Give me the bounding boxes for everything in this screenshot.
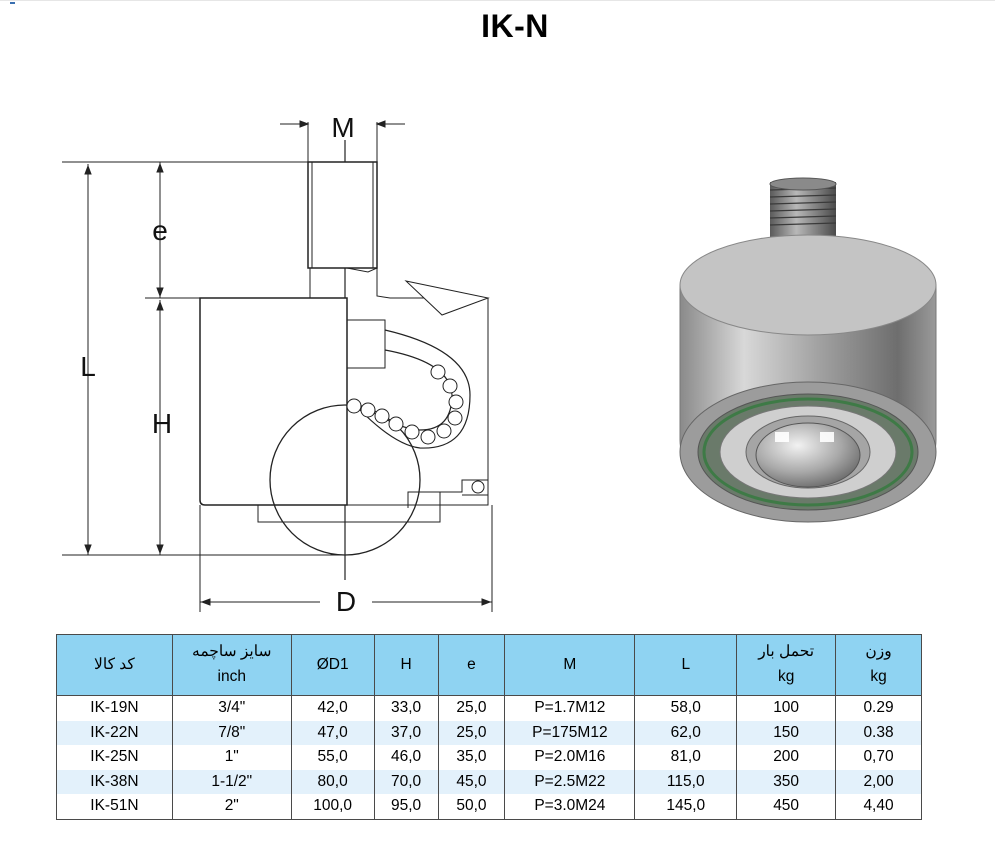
cell: 42,0 [290,695,375,721]
cell: 25,0 [437,720,506,745]
header-code: کد کالا [56,634,173,696]
cell: P=2.0M16 [504,745,636,770]
cell: 350 [736,769,837,794]
header-e: e [437,634,506,696]
technical-drawing: M e L H D [62,112,493,617]
cell: P=2.5M22 [504,769,636,794]
cell: 150 [736,720,837,745]
cell: 3/4" [171,695,292,721]
cell: 100 [736,695,837,721]
cell: 1" [171,745,292,770]
cell: 115,0 [634,769,738,794]
page-title: IK-N [481,8,549,44]
cell: 0.29 [835,695,922,721]
cell: 47,0 [290,720,375,745]
cell: IK-25N [56,745,173,770]
cell: 1-1/2" [171,769,292,794]
cell: 81,0 [634,745,738,770]
cell: 2,00 [835,769,922,794]
cell: 95,0 [373,794,439,820]
product-photo [679,177,937,523]
cell: 450 [736,794,837,820]
header-h: H [373,634,439,696]
cell: 55,0 [290,745,375,770]
cell: IK-19N [56,695,173,721]
cell: 4,40 [835,794,922,820]
cell: 2" [171,794,292,820]
header-m: M [504,634,636,696]
cell: 46,0 [373,745,439,770]
cell: IK-51N [56,794,173,820]
cell: 100,0 [290,794,375,820]
cell: 200 [736,745,837,770]
cell: 25,0 [437,695,506,721]
cell: 50,0 [437,794,506,820]
cell: 0.38 [835,720,922,745]
cell: 0,70 [835,745,922,770]
header-d1: ØD1 [290,634,375,696]
cell: IK-22N [56,720,173,745]
top-rule [0,0,995,1]
cell: 7/8" [171,720,292,745]
corner-mark [10,2,15,4]
cell: 45,0 [437,769,506,794]
header-l: L [634,634,738,696]
cell: P=175M12 [504,720,636,745]
label-e: e [152,215,168,246]
cell: 35,0 [437,745,506,770]
label-h: H [152,408,172,439]
cell: 58,0 [634,695,738,721]
cell: P=1.7M12 [504,695,636,721]
cell: 80,0 [290,769,375,794]
cell: P=3.0M24 [504,794,636,820]
label-m: M [331,112,354,143]
cell: 62,0 [634,720,738,745]
cell: 33,0 [373,695,439,721]
label-l: L [80,351,96,382]
cell: 37,0 [373,720,439,745]
cell: IK-38N [56,769,173,794]
cell: 145,0 [634,794,738,820]
cell: 70,0 [373,769,439,794]
label-d: D [336,586,356,617]
